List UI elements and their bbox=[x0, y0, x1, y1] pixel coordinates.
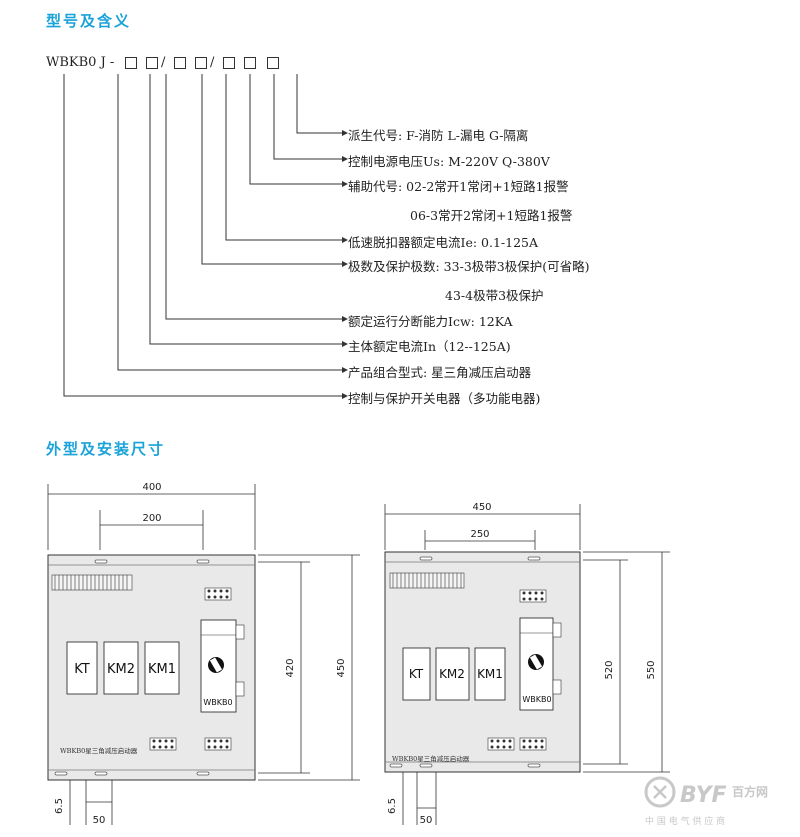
code-box-1 bbox=[125, 57, 137, 69]
cabinet-2-module-kt bbox=[402, 647, 431, 701]
code-box-3 bbox=[174, 57, 186, 69]
cabinet-1-width-label: 400 bbox=[142, 482, 161, 493]
cabinet-2-module-km2 bbox=[435, 647, 470, 701]
desc-derivative-code: 派生代号: F-消防 L-漏电 G-隔离 bbox=[348, 128, 529, 143]
cabinet-2-bottom-label: 50 bbox=[420, 815, 433, 826]
cabinet-2-label-km1: KM1 bbox=[477, 667, 503, 681]
desc-trip-current: 低速脱扣器额定电流Ie: 0.1-125A bbox=[348, 235, 539, 250]
cabinet-1-module-km2 bbox=[103, 641, 139, 695]
cabinet-1-caption: WBKB0星三角减压启动器 bbox=[60, 746, 138, 755]
cabinet-2-label-kt: KT bbox=[409, 667, 424, 681]
code-box-7 bbox=[267, 57, 279, 69]
cabinet-1-module-kt bbox=[66, 641, 98, 695]
cabinet-1-device-label: WBKB0 bbox=[203, 698, 232, 707]
cabinet-1-outer-height-label: 450 bbox=[336, 658, 347, 677]
cabinet-2-module-km1 bbox=[474, 647, 506, 701]
cabinet-1-inner-width-label: 200 bbox=[142, 513, 161, 524]
dimensions-title: 外型及安装尺寸 bbox=[46, 440, 166, 458]
model-prefix: WBKB0 J - bbox=[46, 55, 115, 70]
cabinet-2-outer-height-label: 550 bbox=[646, 660, 657, 679]
cabinet-2-wbkb0-device bbox=[519, 617, 562, 711]
cabinet-2-terminal-strip bbox=[389, 572, 465, 589]
cabinet-1-inner-height-label: 420 bbox=[285, 658, 296, 677]
desc-poles-2: 43-4极带3极保护 bbox=[445, 288, 544, 303]
desc-device-type: 控制与保护开关电器（多功能电器) bbox=[348, 391, 541, 406]
separator-2: / bbox=[210, 55, 215, 70]
cabinet-1-wbkb0-device bbox=[200, 619, 245, 713]
cabinet-2-inner-width-label: 250 bbox=[470, 529, 489, 540]
desc-poles: 极数及保护极数: 33-3极带3极保护(可省略) bbox=[348, 259, 590, 274]
watermark-tagline: 中 国 电 气 供 应 商 bbox=[645, 815, 725, 827]
cabinet-2-offset-label: 6.5 bbox=[387, 798, 398, 814]
desc-control-voltage: 控制电源电压Us: M-220V Q-380V bbox=[348, 154, 550, 169]
cabinet-1-module-km1 bbox=[144, 641, 180, 695]
cabinet-2-label-km2: KM2 bbox=[439, 667, 465, 681]
desc-combination-type: 产品组合型式: 星三角减压启动器 bbox=[348, 365, 532, 380]
cabinet-2-width-label: 450 bbox=[472, 502, 491, 513]
cabinet-1-offset-label: 6.5 bbox=[54, 798, 65, 814]
cabinet-1-drawing: 400 200 bbox=[47, 482, 360, 826]
desc-rated-current: 主体额定电流In（12--125A) bbox=[348, 339, 511, 354]
desc-breaking-capacity: 额定运行分断能力Icw: 12KA bbox=[348, 314, 513, 329]
cabinet-2-inner-height-label: 520 bbox=[604, 660, 615, 679]
model-meaning-title: 型号及含义 bbox=[46, 12, 132, 30]
code-box-6 bbox=[244, 57, 256, 69]
watermark-brand-cn: 百方网 bbox=[732, 784, 768, 799]
code-box-2 bbox=[146, 57, 158, 69]
code-box-4 bbox=[195, 57, 207, 69]
cabinet-2-drawing: 450 250 bbox=[384, 502, 670, 826]
desc-aux-code: 辅助代号: 02-2常开1常闭+1短路1报警 bbox=[348, 179, 569, 194]
cabinet-2-caption: WBKB0星三角减压启动器 bbox=[392, 754, 470, 763]
cabinet-2-device-label: WBKB0 bbox=[522, 695, 551, 704]
model-leader-lines bbox=[63, 74, 348, 399]
separator-1: / bbox=[161, 55, 166, 70]
desc-aux-code-2: 06-3常开2常闭+1短路1报警 bbox=[410, 208, 573, 223]
cabinet-1-bottom-label: 50 bbox=[93, 815, 106, 826]
cabinet-1-label-kt: KT bbox=[74, 662, 90, 677]
watermark-brand: BYF bbox=[680, 783, 727, 808]
code-box-5 bbox=[223, 57, 235, 69]
cabinet-1-terminal-strip bbox=[51, 574, 133, 591]
cabinet-1-label-km2: KM2 bbox=[107, 662, 135, 677]
byf-watermark-logo: BYF 百方网 中 国 电 气 供 应 商 bbox=[644, 776, 768, 827]
cabinet-1-label-km1: KM1 bbox=[148, 662, 176, 677]
